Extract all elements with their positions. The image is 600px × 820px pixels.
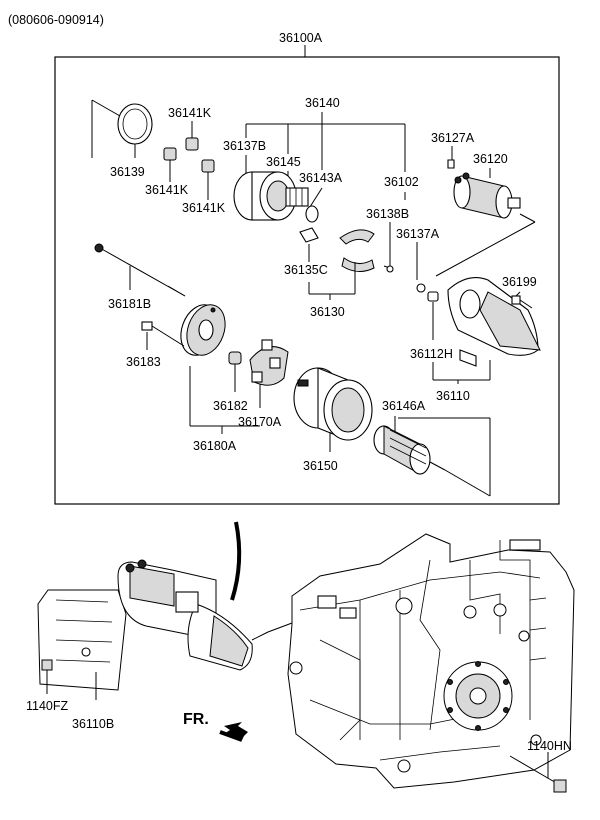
callout-36143A[interactable]: 36143A	[299, 171, 343, 185]
callout-36102[interactable]: 36102	[384, 175, 419, 189]
callout-36170A[interactable]: 36170A	[238, 415, 282, 429]
callout-1140HN[interactable]: 1140HN	[527, 739, 572, 753]
callout-36137B[interactable]: 36137B	[223, 139, 266, 153]
callout-36138B[interactable]: 36138B	[366, 207, 409, 221]
callout-36127A[interactable]: 36127A	[431, 131, 475, 145]
assembly-frame	[54, 56, 560, 505]
callout-36110B[interactable]: 36110B	[72, 717, 114, 731]
callout-36100A[interactable]: 36100A	[279, 31, 323, 45]
callout-36180A[interactable]: 36180A	[193, 439, 237, 453]
callout-36182[interactable]: 36182	[213, 399, 248, 413]
install-arrow	[230, 521, 242, 601]
callout-36183[interactable]: 36183	[126, 355, 161, 369]
callout-36112H[interactable]: 36112H	[410, 347, 453, 361]
callout-36199[interactable]: 36199	[502, 275, 537, 289]
callout-36135C[interactable]: 36135C	[284, 263, 328, 277]
callout-36181B[interactable]: 36181B	[108, 297, 151, 311]
callout-36137A[interactable]: 36137A	[396, 227, 440, 241]
callout-36150[interactable]: 36150	[303, 459, 338, 473]
callout-36120[interactable]: 36120	[473, 152, 508, 166]
callout-36139[interactable]: 36139	[110, 165, 145, 179]
engine-block	[287, 533, 575, 789]
callout-36141K-top[interactable]: 36141K	[168, 106, 212, 120]
callout-36141K-bottom[interactable]: 36141K	[182, 201, 226, 215]
callout-36110[interactable]: 36110	[436, 389, 470, 403]
callout-36130[interactable]: 36130	[310, 305, 345, 319]
date-range-label: (080606-090914)	[8, 13, 104, 27]
callout-36145[interactable]: 36145	[266, 155, 301, 169]
callout-36140[interactable]: 36140	[305, 96, 340, 110]
front-direction-label: FR.	[183, 711, 209, 728]
callout-36141K-mid[interactable]: 36141K	[145, 183, 189, 197]
callout-1140FZ[interactable]: 1140FZ	[26, 699, 69, 713]
callout-36146A[interactable]: 36146A	[382, 399, 426, 413]
